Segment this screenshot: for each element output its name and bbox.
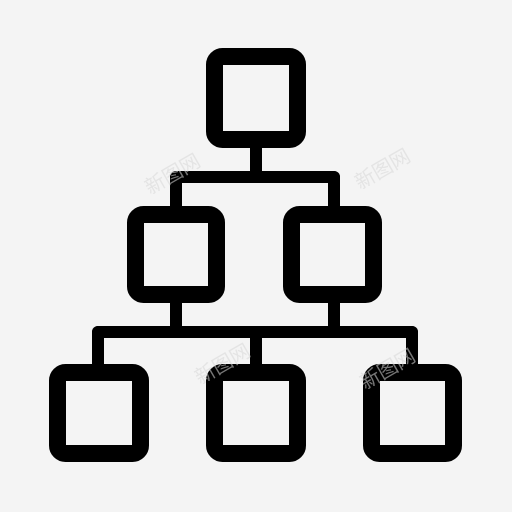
- connector-lines: [92, 134, 418, 374]
- watermark-2: 新图网: [351, 144, 415, 195]
- nodes: [49, 48, 462, 462]
- node-bottom-left: [49, 364, 149, 462]
- node-mid-left: [127, 206, 225, 303]
- watermark-4: 新图网: [356, 344, 420, 395]
- node-bottom-right: [363, 364, 462, 462]
- node-bottom-center: [206, 364, 306, 462]
- node-top: [206, 48, 306, 148]
- node-mid-right: [283, 206, 382, 303]
